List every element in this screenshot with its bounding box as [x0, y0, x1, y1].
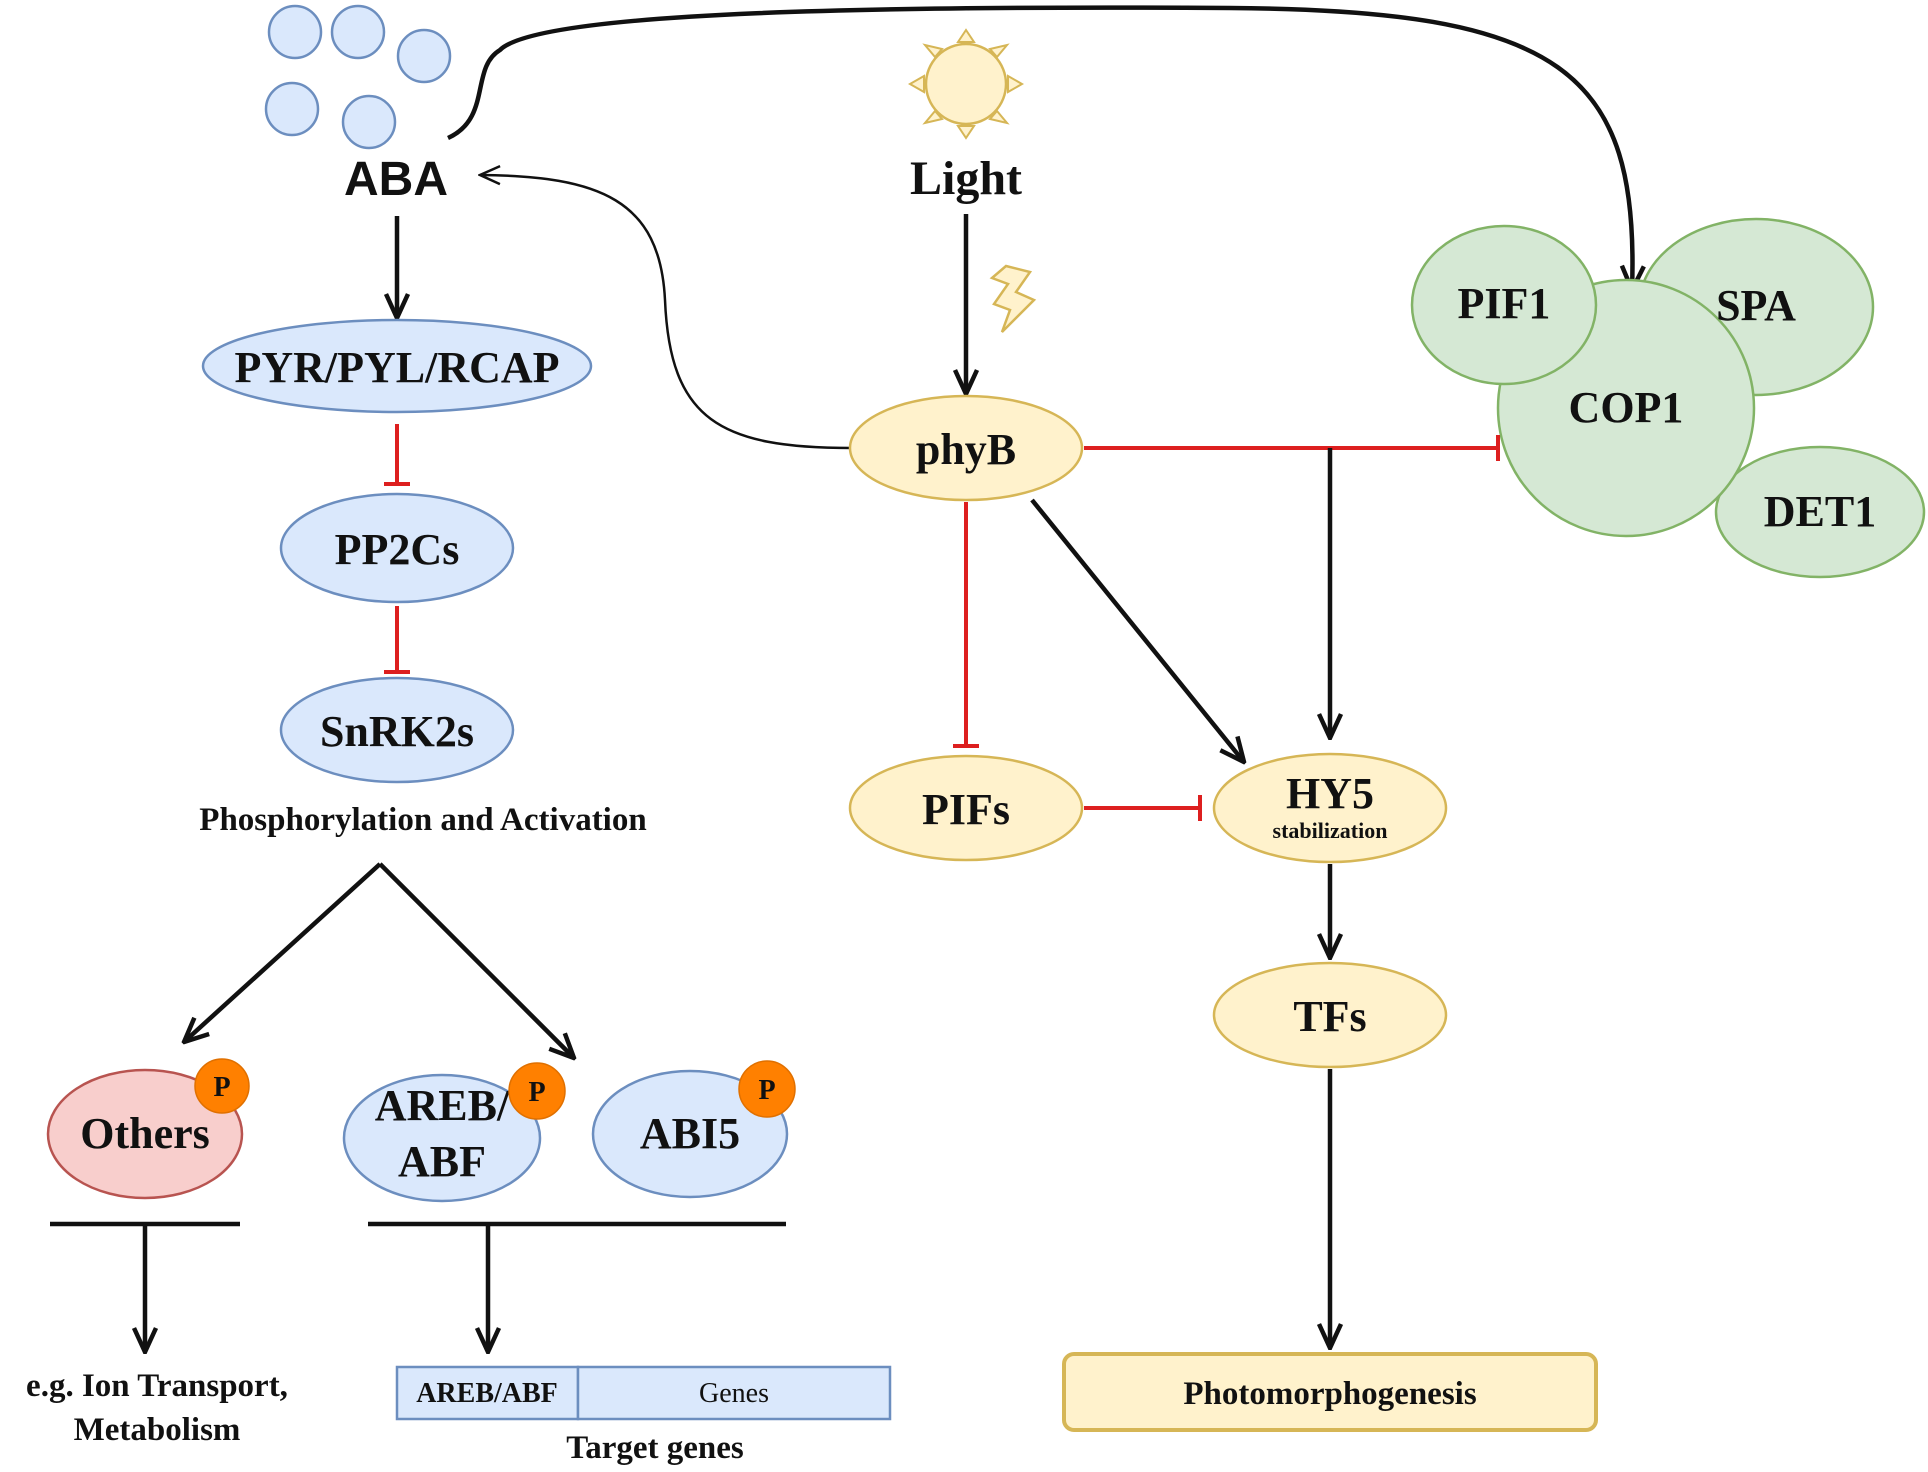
snrk2-label: SnRK2s	[320, 707, 474, 756]
arrow-branch-others	[184, 862, 382, 1042]
aba-molecules-icon	[264, 4, 452, 150]
light-label: Light	[910, 152, 1022, 205]
phospho-badge-others-label: P	[213, 1072, 230, 1103]
receptor-label: PYR/PYL/RCAP	[234, 343, 559, 392]
target-gene-box: AREB/ABF Genes	[395, 1365, 892, 1421]
pp2c-label: PP2Cs	[335, 525, 460, 574]
aba-label: ABA	[344, 153, 448, 206]
phospho-badge-others: P	[194, 1058, 250, 1114]
arrow-phyb-to-hy5	[1030, 498, 1244, 762]
hy5-label: HY5	[1286, 769, 1374, 818]
gene-body-label: Genes	[699, 1378, 769, 1409]
target-genes-caption: Target genes	[566, 1430, 744, 1466]
tfs-label: TFs	[1293, 992, 1366, 1041]
phospho-badge-abi5: P	[738, 1060, 796, 1118]
phospho-badge-areb-label: P	[528, 1077, 545, 1108]
lightning-icon	[989, 264, 1037, 333]
phosphorylation-note: Phosphorylation and Activation	[199, 802, 646, 838]
cop1-complex: SPA DET1 COP1 PIF1	[1410, 217, 1926, 579]
pifs-label: PIFs	[922, 785, 1010, 834]
gene-promoter-label: AREB/ABF	[416, 1378, 558, 1409]
photomorphogenesis-label: Photomorphogenesis	[1183, 1376, 1477, 1412]
spa-label: SPA	[1716, 281, 1796, 330]
arrow-aba-to-cop1	[447, 5, 1633, 290]
node-phyb: phyB	[848, 394, 1084, 502]
node-pifs: PIFs	[848, 754, 1084, 862]
det1-label: DET1	[1764, 487, 1876, 536]
abi5-label: ABI5	[640, 1109, 740, 1158]
sun-icon	[907, 28, 1025, 140]
areb-label-line2: ABF	[398, 1137, 486, 1186]
node-areb-abf: AREB/ ABF	[342, 1073, 542, 1203]
others-output-line2: Metabolism	[74, 1412, 241, 1448]
node-pp2c: PP2Cs	[279, 492, 515, 604]
node-photomorphogenesis: Photomorphogenesis	[1062, 1352, 1598, 1432]
others-output-line1: e.g. Ion Transport,	[26, 1368, 288, 1404]
node-hy5: HY5 stabilization	[1212, 752, 1448, 864]
others-label: Others	[80, 1109, 210, 1158]
hy5-sub-label: stabilization	[1273, 818, 1388, 843]
node-others: Others	[46, 1068, 244, 1200]
phospho-badge-abi5-label: P	[758, 1075, 775, 1106]
areb-label-line1: AREB/	[375, 1081, 510, 1130]
phospho-badge-areb: P	[508, 1062, 566, 1120]
arrow-phyb-to-aba	[480, 175, 853, 450]
node-snrk2: SnRK2s	[279, 676, 515, 784]
arrow-branch-areb	[378, 862, 574, 1058]
phyb-label: phyB	[916, 425, 1016, 474]
node-tfs: TFs	[1212, 961, 1448, 1069]
cop1-label: COP1	[1569, 383, 1684, 432]
node-abi5: ABI5	[591, 1069, 789, 1199]
pif1-label: PIF1	[1458, 279, 1551, 328]
node-receptor: PYR/PYL/RCAP	[201, 318, 593, 414]
